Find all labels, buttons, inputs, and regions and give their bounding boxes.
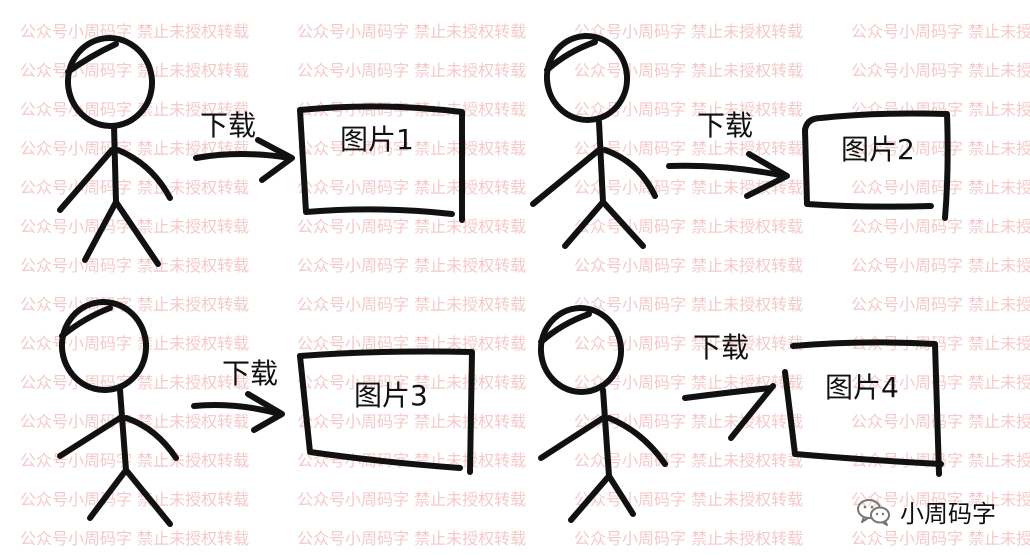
panel-1: 下载 图片1 [0,0,515,278]
watermark-text: 公众号小周码字 禁止未授权转载 [297,139,527,158]
watermark-row: 公众号小周码字 禁止未授权转载 公众号小周码字 禁止未授权转载 公众号小周码字 禁止… [0,486,1030,509]
watermark-text: 公众号小周码字 禁止未授权转载 [20,256,250,275]
watermark-text: 公众号小周码字 禁止未授权转载 [851,139,1030,158]
picture-frame [297,348,475,475]
download-label: 下载 [222,357,279,390]
watermark-text: 公众号小周码字 禁止未授权转载 [851,178,1030,197]
picture-label: 图片4 [825,371,899,404]
stick-figure [57,299,179,527]
brand-watermark: 小周码字 [856,494,996,529]
brand-name: 小周码字 [900,500,996,528]
watermark-row: 公众号小周码字 禁止未授权转载 公众号小周码字 禁止未授权转载 公众号小周码字 禁止… [0,252,1030,275]
watermark-text: 公众号小周码字 禁止未授权转载 [851,412,1030,431]
download-label: 下载 [693,331,750,364]
stick-figure [537,305,668,523]
watermark-text: 公众号小周码字 禁止未授权转载 [297,178,527,197]
picture-frame [782,339,944,477]
watermark-text: 公众号小周码字 禁止未授权转载 [574,61,804,80]
watermark-text: 公众号小周码字 禁止未授权转载 [297,529,527,548]
watermark-text: 公众号小周码字 禁止未授权转载 [574,139,804,158]
watermark-text: 公众号小周码字 禁止未授权转载 [297,256,527,275]
picture-frame [297,103,465,223]
watermark-text: 公众号小周码字 禁止未授权转载 [297,217,527,236]
watermark-text: 公众号小周码字 禁止未授权转载 [574,529,804,548]
watermark-text: 公众号小周码字 禁止未授权转载 [851,22,1030,41]
watermark-text: 公众号小周码字 禁止未授权转载 [574,451,804,470]
watermark-text: 公众号小周码字 禁止未授权转载 [574,256,804,275]
watermark-row: 公众号小周码字 禁止未授权转载 公众号小周码字 禁止未授权转载 公众号小周码字 禁止… [0,135,1030,158]
arrow [191,391,285,433]
wechat-icon [856,497,892,527]
arrow [682,383,776,441]
arrow [666,151,790,199]
picture-frame [802,110,951,221]
watermark-row: 公众号小周码字 禁止未授权转载 公众号小周码字 禁止未授权转载 公众号小周码字 禁止… [0,525,1030,548]
stick-figure [57,35,173,267]
watermark-text: 公众号小周码字 禁止未授权转载 [20,334,250,353]
watermark-text: 公众号小周码字 禁止未授权转载 [20,451,250,470]
watermark-text: 公众号小周码字 禁止未授权转载 [20,22,250,41]
watermark-row: 公众号小周码字 禁止未授权转载 公众号小周码字 禁止未授权转载 公众号小周码字 禁止… [0,18,1030,41]
watermark-text: 公众号小周码字 禁止未授权转载 [574,100,804,119]
watermark-text: 公众号小周码字 禁止未授权转载 [851,217,1030,236]
watermark-text: 公众号小周码字 禁止未授权转载 [851,490,1030,509]
watermark-text: 公众号小周码字 禁止未授权转载 [574,334,804,353]
watermark-text: 公众号小周码字 禁止未授权转载 [851,334,1030,353]
watermark-text: 公众号小周码字 禁止未授权转载 [297,334,527,353]
panel-2: 下载 图片2 [515,0,1030,278]
stick-figure [530,33,658,249]
watermark-text: 公众号小周码字 禁止未授权转载 [20,490,250,509]
watermark-text: 公众号小周码字 禁止未授权转载 [574,490,804,509]
watermark-text: 公众号小周码字 禁止未授权转载 [851,529,1030,548]
picture-label: 图片3 [354,379,428,412]
watermark-text: 公众号小周码字 禁止未授权转载 [574,373,804,392]
watermark-text: 公众号小周码字 禁止未授权转载 [20,529,250,548]
watermark-text: 公众号小周码字 禁止未授权转载 [297,61,527,80]
download-label: 下载 [200,109,257,142]
watermark-row: 公众号小周码字 禁止未授权转载 公众号小周码字 禁止未授权转载 公众号小周码字 禁止… [0,57,1030,80]
watermark-text: 公众号小周码字 禁止未授权转载 [851,373,1030,392]
watermark-text: 公众号小周码字 禁止未授权转载 [574,22,804,41]
watermark-row: 公众号小周码字 禁止未授权转载 公众号小周码字 禁止未授权转载 公众号小周码字 禁止… [0,174,1030,197]
panel-3-drawing [57,299,475,527]
panel-4: 下载 图片4 [515,278,1030,555]
watermark-text: 公众号小周码字 禁止未授权转载 [851,256,1030,275]
panel-2-drawing [530,33,951,249]
watermark-text: 公众号小周码字 禁止未授权转载 [851,295,1030,314]
panel-1-drawing [57,35,465,267]
watermark-text: 公众号小周码字 禁止未授权转载 [574,178,804,197]
watermark-text: 公众号小周码字 禁止未授权转载 [297,22,527,41]
watermark-text: 公众号小周码字 禁止未授权转载 [851,61,1030,80]
watermark-text: 公众号小周码字 禁止未授权转载 [574,295,804,314]
download-label: 下载 [697,109,754,142]
panel-3: 下载 图片3 [0,278,515,555]
watermark-row: 公众号小周码字 禁止未授权转载 公众号小周码字 禁止未授权转载 公众号小周码字 禁止… [0,330,1030,353]
watermark-text: 公众号小周码字 禁止未授权转载 [20,139,250,158]
arrow [193,137,295,183]
picture-label: 图片2 [841,133,915,166]
panel-4-drawing [537,305,944,523]
picture-label: 图片1 [340,123,414,156]
watermark-text: 公众号小周码字 禁止未授权转载 [297,295,527,314]
watermark-text: 公众号小周码字 禁止未授权转载 [297,490,527,509]
